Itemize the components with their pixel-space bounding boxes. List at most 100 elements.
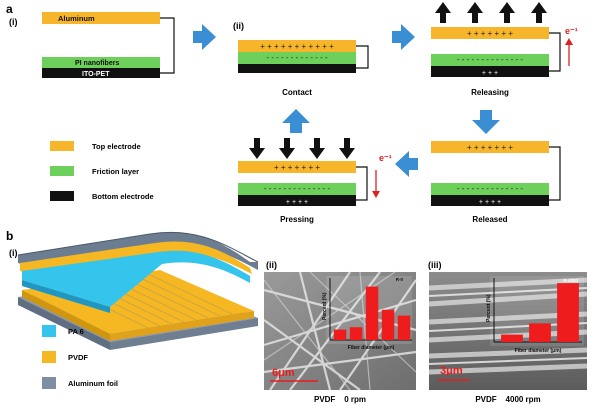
sem-0rpm-scale-label: 6μm [272,367,295,379]
released-top-electrode [431,141,549,153]
legend-label-friction-layer: Friction layer [92,167,139,176]
sem-0rpm-caption: PVDF 0 rpm [314,395,366,404]
panel-a-legend: Top electrode Friction layer Bottom elec… [50,141,154,201]
step-released: + + + + + + + - - - - - - - - - - - - - … [431,141,561,224]
contact-positive-charges: + + + + + + + + + + + [260,42,334,51]
hist-4000rpm-xlabel: Fiber diameter (μm) [515,348,562,354]
releasing-negative-charges: - - - - - - - - - - - - - - [457,55,524,64]
pressing-bottom-electrode [238,195,356,206]
sem-4000rpm-caption: PVDF 4000 rpm [475,395,540,404]
sem-image-0rpm: (ii) R-0 Percent (%) Fiber diameter (μm) [263,260,417,404]
pa6-layer [22,250,250,307]
pressing-friction-layer [238,183,356,195]
legend-swatch-top-electrode [50,141,74,151]
releasing-bottom-electrode [431,66,549,77]
panel-a-letter: a [6,2,13,16]
sem-0rpm-index: (ii) [266,260,277,270]
releasing-caption: Releasing [471,88,509,97]
pressing-electron-label: e⁻¹ [379,153,392,163]
released-caption: Released [472,215,507,224]
flow-arrow-up [282,109,310,133]
released-negative-charges: - - - - - - - - - - - - - - [457,184,524,193]
hist-4000rpm-bar-1 [501,334,523,342]
pressing-induced-charges: + + + + [286,199,308,206]
step-i-initial: (i) Aluminum PI nanofibers ITO-PET [9,12,175,78]
step-pressing: + + + + + + + - - - - - - - - - - - - - … [238,138,392,224]
pressing-top-electrode [238,161,356,173]
downward-force-arrows [249,138,355,159]
sem-image-4000rpm: (iii) R-4000 Percent (%) Fiber diameter … [428,260,588,404]
hist-4000rpm-tag: R-4000 [563,278,578,283]
released-positive-charges: + + + + + + + [467,143,513,152]
contact-negative-charges: - - - - - - - - - - - - - [266,53,328,62]
step-ii-contact: (ii) + + + + + + + + + + + - - - - - - -… [233,21,369,97]
step-ii-index: (ii) [233,21,244,31]
flow-arrow-down [472,110,500,134]
hist-0rpm-bar-5 [397,315,411,340]
pressing-current-arrowhead [372,191,380,198]
pi-nanofiber-label: PI nanofibers [75,60,119,67]
hist-0rpm-bar-2 [349,327,363,340]
hist-4000rpm-ylabel: Percent (%) [486,294,492,322]
aluminum-layer [42,12,160,24]
device-index: (i) [9,248,18,258]
contact-caption: Contact [282,88,312,97]
contact-top-electrode [238,40,356,52]
legend-label-pvdf: PVDF [68,353,88,362]
pressing-wire [356,166,368,201]
device-illustration [17,231,259,350]
releasing-electron-label: e⁻¹ [565,26,578,36]
contact-bottom-electrode [238,64,356,73]
legend-swatch-pa6 [42,325,56,337]
panel-b-legend: PA 6 PVDF Aluminum foil [42,325,118,389]
panel-b-letter: b [6,229,13,243]
releasing-friction-layer [431,54,549,66]
hist-4000rpm-bar-3 [557,283,579,342]
released-friction-layer [431,183,549,195]
legend-label-top-electrode: Top electrode [92,142,141,151]
contact-friction-layer [238,52,356,64]
upward-force-arrows [435,2,547,23]
hist-0rpm-bar-4 [381,309,395,340]
legend-swatch-pvdf [42,351,56,363]
aluminum-layer-label: Aluminum [58,14,95,23]
releasing-top-electrode [431,27,549,39]
hist-0rpm-bar-1 [333,329,347,340]
releasing-current-arrowhead [565,38,573,45]
sem-4000rpm-index: (iii) [428,260,442,270]
histogram-0rpm: R-0 Percent (%) Fiber diameter (μm) [322,276,412,351]
releasing-wire [549,32,561,72]
legend-swatch-friction-layer [50,166,74,176]
legend-label-pa6: PA 6 [68,327,84,336]
pressing-negative-charges: - - - - - - - - - - - - - - [264,184,331,193]
legend-swatch-aluminum-foil [42,377,56,389]
legend-label-aluminum-foil: Aluminum foil [68,379,118,388]
flow-arrow-right [193,24,216,50]
hist-4000rpm-bar-2 [529,323,551,342]
pressing-positive-charges: + + + + + + + [274,163,320,172]
step-releasing: + + + + + + + - - - - - - - - - - - - - … [431,2,578,97]
flow-arrow-left [395,151,418,177]
pa6-side [22,280,110,313]
ito-pet-label: ITO-PET [82,71,110,78]
aluminum-base-side [18,297,110,350]
pvdf-bottom-side [22,290,110,341]
external-circuit-wire [160,17,175,74]
released-induced-charges: + + + + [479,199,501,206]
hist-0rpm-ylabel: Percent (%) [322,292,328,320]
hist-0rpm-xlabel: Fiber diameter (μm) [348,345,395,351]
releasing-induced-charges: + + + [482,70,498,77]
pressing-caption: Pressing [280,215,314,224]
pi-nanofiber-layer [42,57,160,68]
released-bottom-electrode [431,195,549,206]
hist-0rpm-tag: R-0 [396,277,404,282]
pvdf-bottom-front [110,311,254,341]
histogram-4000rpm: R-4000 Percent (%) Fiber diameter (μm) [486,276,584,354]
sem-4000rpm-scale-label: 3μm [440,365,463,377]
released-wire [549,146,561,201]
contact-wire [356,45,369,69]
ito-pet-layer [42,68,160,78]
top-stack-edge [17,231,259,263]
aluminum-base-front [110,318,258,350]
